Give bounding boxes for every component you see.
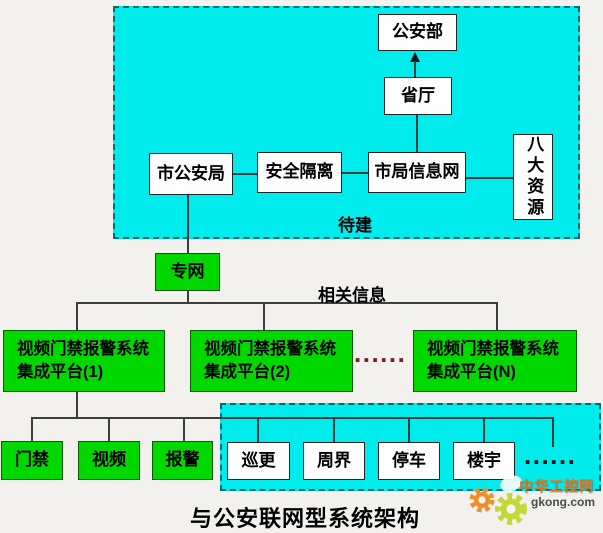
gear-orange-icon (469, 487, 495, 513)
node-security-isolation-label: 安全隔离 (265, 162, 334, 182)
node-platform-2: 视频门禁报警系统 集成平台(2) (190, 330, 353, 392)
platform-n-line1: 视频门禁报警系统 (427, 340, 559, 358)
connector-privatenet-branch (187, 290, 189, 304)
platform-n-line2: 集成平台(N) (427, 363, 516, 381)
node-access-control-label: 门禁 (15, 450, 49, 470)
platform-2-line1: 视频门禁报警系统 (204, 340, 336, 358)
node-video-label: 视频 (92, 450, 126, 470)
node-city-bureau-label: 市公安局 (157, 163, 225, 183)
drop-platform-1 (76, 302, 78, 330)
node-perimeter-label: 周界 (317, 450, 351, 470)
stub-shipin (108, 417, 110, 442)
node-platform-1: 视频门禁报警系统 集成平台(1) (3, 330, 165, 392)
platform-1-line2: 集成平台(1) (17, 363, 104, 381)
connector-infonet-resources (466, 177, 513, 179)
node-private-network-label: 专网 (170, 261, 205, 281)
drop-platform-n (496, 302, 498, 330)
branch-line-subsystems (32, 417, 554, 419)
node-province-label: 省厅 (401, 85, 435, 105)
diagram-title: 与公安联网型系统架构 (190, 506, 421, 531)
node-ministry: 公安部 (378, 14, 457, 51)
stub-menjin (31, 417, 33, 442)
node-building: 楼宇 (453, 442, 515, 480)
node-security-isolation: 安全隔离 (257, 152, 342, 193)
node-parking: 停车 (378, 442, 440, 480)
branch-line-platforms (77, 302, 498, 304)
stub-louyu (483, 417, 485, 442)
node-perimeter: 周界 (303, 442, 365, 480)
drop-platform-2 (263, 302, 265, 330)
node-alarm: 报警 (152, 441, 213, 480)
connector-infonet-province (416, 115, 418, 152)
node-province: 省厅 (384, 77, 452, 115)
platform-ellipsis-dots: ...... (354, 338, 407, 368)
stub-baojing (183, 417, 185, 442)
watermark-logo: 中华工控网 gkong.com (455, 470, 603, 533)
node-building-label: 楼宇 (467, 450, 501, 470)
node-access-control: 门禁 (1, 441, 63, 480)
node-private-network: 专网 (155, 253, 220, 291)
pending-zone-label: 待建 (338, 216, 372, 235)
node-patrol: 巡更 (227, 442, 290, 480)
connector-isolation-infonet (342, 172, 368, 174)
node-city-bureau: 市公安局 (149, 153, 233, 195)
node-video: 视频 (78, 441, 140, 480)
stub-xungeng (257, 417, 259, 442)
gear-green-icon (495, 493, 527, 525)
subsystem-ellipsis-dots: ...... (524, 440, 577, 470)
stub-zhoujie (333, 417, 335, 442)
node-parking-label: 停车 (392, 450, 426, 470)
connector-bureau-privatenet (187, 195, 189, 253)
stub-ellipsis (552, 417, 554, 447)
connector-province-ministry (414, 61, 416, 77)
platform-2-line2: 集成平台(2) (204, 363, 291, 381)
node-city-info-network: 市局信息网 (368, 152, 466, 193)
stub-tingche (408, 417, 410, 442)
watermark-brand: 中华工控网 (519, 478, 594, 494)
node-eight-resources-label: 八大资源 (524, 135, 544, 219)
watermark-domain: gkong.com (531, 495, 596, 509)
connector-bureau-isolation (233, 173, 257, 175)
node-platform-n: 视频门禁报警系统 集成平台(N) (413, 330, 577, 392)
node-alarm-label: 报警 (165, 450, 200, 470)
platform-1-line1: 视频门禁报警系统 (17, 340, 149, 358)
pending-zone (113, 6, 580, 239)
node-city-info-network-label: 市局信息网 (374, 162, 460, 182)
node-ministry-label: 公安部 (392, 22, 443, 42)
connector-platform1-branch (76, 392, 78, 418)
related-info-label: 相关信息 (318, 286, 386, 305)
node-patrol-label: 巡更 (241, 450, 276, 470)
arrow-up-icon (410, 52, 420, 62)
node-eight-resources: 八大资源 (513, 134, 553, 220)
